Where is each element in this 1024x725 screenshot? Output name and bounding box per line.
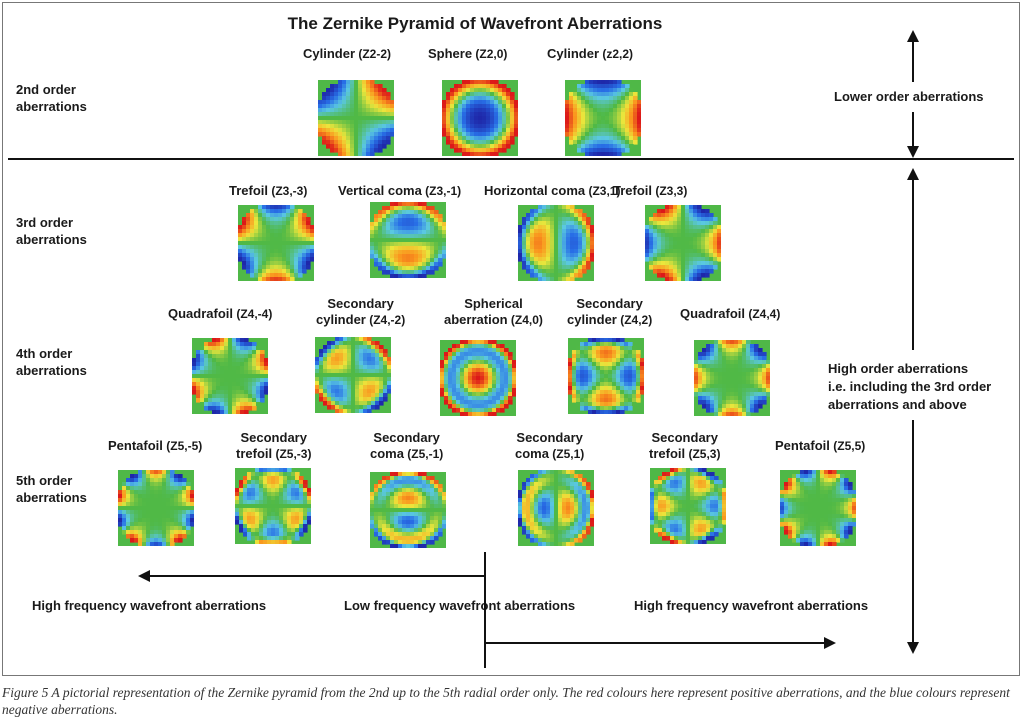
freq-label-right: High frequency wavefront aberrations: [634, 598, 869, 613]
zernike-map-z2-0: [442, 80, 518, 156]
term-code: (Z3,1): [585, 184, 621, 198]
term-code: (Z5,3): [685, 447, 721, 461]
figure-caption: Figure 5 A pictorial representation of t…: [2, 685, 1010, 717]
zernike-map-z5-5: [780, 470, 856, 546]
zernike-map-z4-0: [440, 340, 516, 416]
term-name: Pentafoil: [775, 438, 830, 453]
term-label: Spherical aberration (Z4,0): [444, 296, 543, 328]
zernike-map-z5-1: [518, 470, 594, 546]
term-name: Secondary cylinder: [316, 296, 394, 327]
term-label: Quadrafoil (Z4,-4): [168, 306, 272, 322]
order-divider: [8, 158, 1014, 160]
term-label: Cylinder (Z2-2): [303, 46, 391, 62]
term-name: Quadrafoil: [168, 306, 234, 321]
term-code: (Z3,-1): [421, 184, 462, 198]
term-label: Trefoil (Z3,-3): [229, 183, 307, 199]
term-name: Secondary coma: [370, 430, 440, 461]
figure-frame: [2, 2, 1020, 676]
figure-title: The Zernike Pyramid of Wavefront Aberrat…: [287, 14, 663, 33]
term-name: Cylinder: [303, 46, 356, 61]
term-code: (Z5,5): [829, 439, 866, 453]
term-label: Sphere (Z2,0): [428, 46, 507, 62]
high-order-label: High order aberrations i.e. including th…: [828, 361, 992, 412]
zernike-map-z2-m2: [318, 80, 394, 156]
term-name: Sphere: [428, 46, 473, 61]
term-label: Pentafoil (Z5,-5): [108, 438, 202, 454]
term-code: (Z4,4): [745, 307, 781, 321]
term-label: Secondary cylinder (Z4,2): [567, 296, 652, 328]
term-code: (Z4,0): [507, 313, 543, 327]
term-code: (Z2-2): [355, 47, 392, 61]
term-label: Pentafoil (Z5,5): [775, 438, 865, 454]
zernike-map-z2-2: [565, 80, 641, 156]
term-name: Horizontal coma: [484, 183, 586, 198]
zernike-map-z4-4: [694, 340, 770, 416]
term-label: Secondary trefoil (Z5,-3): [236, 430, 311, 462]
term-name: Trefoil: [613, 183, 653, 198]
term-name: Cylinder: [547, 46, 600, 61]
lower-order-label: Lower order aberrations: [834, 89, 984, 104]
zernike-map-z4-m4: [192, 338, 268, 414]
term-code: (Z4,-4): [233, 307, 273, 321]
term-name: Secondary cylinder: [567, 296, 643, 327]
zernike-map-z3-1: [518, 205, 594, 281]
row-label-5th-order: 5th order aberrations: [16, 473, 87, 505]
term-code: (z2,2): [599, 47, 634, 61]
term-name: Secondary coma: [515, 430, 583, 461]
term-label: Horizontal coma (Z3,1): [484, 183, 620, 199]
term-code: (Z5,-5): [162, 439, 203, 453]
term-label: Trefoil (Z3,3): [613, 183, 687, 199]
term-name: Pentafoil: [108, 438, 163, 453]
row-label-3rd-order: 3rd order aberrations: [16, 215, 87, 247]
term-name: Spherical aberration: [444, 296, 523, 327]
term-name: Secondary trefoil: [649, 430, 718, 461]
term-label: Secondary cylinder (Z4,-2): [316, 296, 405, 328]
freq-label-center: Low frequency wavefront aberrations: [344, 598, 576, 613]
zernike-map-z4-m2: [315, 337, 391, 413]
term-code: (Z5,-1): [403, 447, 444, 461]
term-code: (Z5,-3): [272, 447, 312, 461]
term-label: Quadrafoil (Z4,4): [680, 306, 780, 322]
term-label: Cylinder (z2,2): [547, 46, 633, 62]
zernike-map-z3-3: [645, 205, 721, 281]
term-code: (Z4,-2): [365, 313, 406, 327]
zernike-map-z3-m3: [238, 205, 314, 281]
term-name: Quadrafoil: [680, 306, 746, 321]
term-label: Vertical coma (Z3,-1): [338, 183, 461, 199]
term-name: Secondary trefoil: [236, 430, 307, 461]
zernike-map-z4-2: [568, 338, 644, 414]
term-name: Trefoil: [229, 183, 269, 198]
row-label-2nd-order: 2nd order aberrations: [16, 82, 87, 114]
term-label: Secondary coma (Z5,-1): [370, 430, 443, 462]
term-name: Vertical coma: [338, 183, 422, 198]
zernike-map-z5-m5: [118, 470, 194, 546]
term-code: (Z3,-3): [268, 184, 308, 198]
zernike-map-z5-m3: [235, 468, 311, 544]
zernike-map-z5-m1: [370, 472, 446, 548]
term-code: (Z3,3): [652, 184, 688, 198]
zernike-map-z5-3: [650, 468, 726, 544]
term-label: Secondary trefoil (Z5,3): [649, 430, 720, 462]
term-code: (Z4,2): [616, 313, 653, 327]
term-code: (Z5,1): [548, 447, 585, 461]
term-code: (Z2,0): [472, 47, 508, 61]
freq-label-left: High frequency wavefront aberrations: [32, 598, 267, 613]
term-label: Secondary coma (Z5,1): [515, 430, 584, 462]
zernike-map-z3-m1: [370, 202, 446, 278]
row-label-4th-order: 4th order aberrations: [16, 346, 87, 378]
